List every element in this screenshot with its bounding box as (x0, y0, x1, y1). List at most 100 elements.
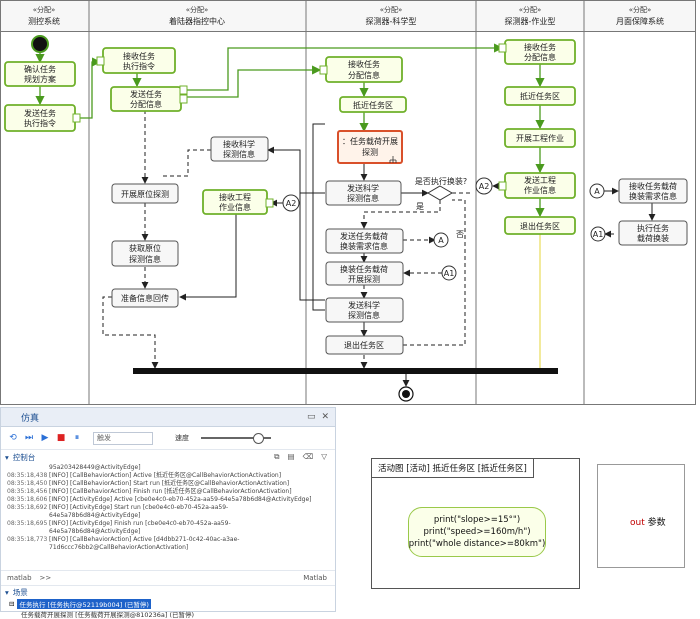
action-swap-payload[interactable]: 换装任务载荷 开展探测 (325, 261, 404, 286)
stop-icon[interactable]: ■ (56, 433, 66, 443)
svg-text:规划方案: 规划方案 (24, 74, 56, 84)
action-work-perform[interactable]: 开展工程作业 (504, 128, 576, 148)
filter-icon[interactable]: ▽ (321, 452, 327, 461)
pause-icon[interactable]: ⏸ (74, 433, 80, 443)
svg-text:接收任务: 接收任务 (123, 51, 155, 61)
log-line: 08:35:18,456[INFO] [CallBehaviorAction] … (7, 488, 335, 496)
log-message: 71d6ccc76bb2@CallBehaviorActionActivatio… (49, 544, 189, 551)
connector-a-support[interactable]: A (589, 183, 605, 199)
action-prepare-return[interactable]: 准备信息回传 (111, 288, 179, 308)
action-receive-science-info[interactable]: 接收科学 探测信息 (210, 136, 269, 162)
trigger-select[interactable]: 触发 (93, 431, 153, 445)
opaque-behavior-box[interactable]: print("slope>=15°") print("speed>=160m/h… (408, 507, 546, 557)
activity-panel: 活动图 [活动] 抵近任务区 [抵近任务区] print("slope>=15°… (371, 458, 580, 589)
svg-text:准备信息回传: 准备信息回传 (121, 293, 169, 303)
svg-text:载荷换装: 载荷换装 (637, 233, 669, 243)
svg-text:发送任务: 发送任务 (24, 108, 56, 118)
activity-diagram: «分配» 测控系统 «分配» 着陆器指控中心 «分配» 探测器-科学型 «分配»… (0, 0, 696, 405)
log-timestamp: 08:35:18,438 (7, 472, 48, 479)
svg-text:发送科学: 发送科学 (347, 183, 379, 193)
svg-text:发送任务载荷: 发送任务载荷 (340, 231, 388, 241)
action-sci-receive-allocation[interactable]: 接收任务 分配信息 (319, 56, 403, 83)
action-send-swap-request[interactable]: 发送任务载荷 换装需求信息 (325, 228, 404, 254)
activity-tab[interactable]: 活动图 [活动] 抵近任务区 [抵近任务区] (372, 459, 534, 478)
final-node (398, 386, 414, 402)
connector-a2-work[interactable]: A2 (475, 177, 493, 195)
speed-slider[interactable] (201, 433, 271, 444)
play-icon[interactable]: ▶ (41, 433, 49, 443)
cmd-engine[interactable]: Matlab (303, 574, 327, 582)
doc-icon[interactable]: ▤ (287, 452, 295, 461)
svg-text:：任务载荷开展: ：任务载荷开展 (342, 136, 398, 146)
svg-text:开展原位探测: 开展原位探测 (121, 189, 169, 199)
connector-a1-sci[interactable]: A1 (441, 265, 457, 281)
action-confirm-plan[interactable]: 确认任务 规划方案 (4, 61, 76, 87)
svg-text:分配信息: 分配信息 (130, 99, 162, 109)
restart-icon[interactable]: ⟲ (9, 433, 17, 443)
svg-text:退出任务区: 退出任务区 (344, 340, 384, 350)
connector-a2-lander[interactable]: A2 (282, 194, 300, 212)
out-parameter-panel: out 参数 (597, 464, 685, 568)
svg-text:抵近任务区: 抵近任务区 (353, 100, 393, 110)
collapse-icon[interactable]: ▾ (5, 452, 9, 462)
action-support-receive-request[interactable]: 接收任务载荷 换装需求信息 (618, 178, 688, 204)
svg-text:开展探测: 开展探测 (348, 274, 380, 284)
copy-icon[interactable]: ⧉ (274, 452, 280, 461)
svg-text:作业信息: 作业信息 (219, 202, 251, 212)
svg-text:确认任务: 确认任务 (24, 64, 56, 74)
action-get-insitu-info[interactable]: 获取原位 探测信息 (111, 240, 179, 267)
tree-item-child[interactable]: 任务载荷开展探测 [任务载荷开展探测@810236a] (已暂停) (1, 609, 335, 619)
tree-item-root[interactable]: ⊟ 任务执行 [任务执行@52119b004] (已暂停) (1, 599, 335, 609)
action-insitu-detect[interactable]: 开展原位探测 (111, 183, 179, 204)
svg-text:A: A (438, 236, 444, 245)
step-run-icon[interactable]: ⏭ (24, 433, 34, 443)
log-message: [INFO] [ActivityEdge] Finish run [cbe0e4… (49, 520, 231, 527)
svg-text:发送工程: 发送工程 (524, 175, 556, 185)
clear-icon[interactable]: ⌫ (302, 452, 314, 461)
connector-a-sci[interactable]: A (433, 232, 449, 248)
action-sci-exit-area[interactable]: 退出任务区 (325, 335, 404, 355)
svg-text:退出任务区: 退出任务区 (520, 221, 560, 231)
decision-node[interactable]: 是否执行换装? 是 否 (415, 176, 467, 239)
minimize-icon[interactable]: ▭ (306, 412, 316, 422)
speed-slider-thumb[interactable] (252, 433, 264, 444)
svg-text:执行任务: 执行任务 (637, 223, 669, 233)
command-bar[interactable]: matlab >> Matlab (1, 570, 335, 585)
svg-text:A2: A2 (286, 199, 297, 208)
simulation-toolbar: ⟲ ⏭ ▶ ■ ⏸ 触发 速度 (1, 427, 335, 450)
action-payload-detect[interactable]: ：任务载荷开展 探测 (337, 130, 403, 164)
close-icon[interactable]: ✕ (321, 412, 329, 422)
action-work-approach-area[interactable]: 抵近任务区 (504, 86, 576, 106)
log-timestamp: 08:35:18,773 (7, 536, 48, 543)
scene-collapse-icon[interactable]: ▾ (5, 588, 9, 597)
action-send-command[interactable]: 发送任务 执行指令 (4, 104, 81, 132)
svg-text:分配信息: 分配信息 (348, 70, 380, 80)
lane-4-name: 月面保障系统 (616, 16, 664, 26)
simulation-titlebar: 仿真 ▭ ✕ (1, 408, 335, 427)
connector-a1-support[interactable]: A1 (590, 226, 606, 242)
action-sci-send-info-2[interactable]: 发送科学 探测信息 (325, 297, 404, 323)
lane-0-name: 测控系统 (28, 16, 60, 26)
action-send-allocation[interactable]: 发送任务 分配信息 (110, 85, 188, 112)
code-line-slope: print("slope>=15°") (433, 515, 521, 525)
log-message: 64e5a78b6d84@ActivityEdge] (49, 528, 141, 535)
action-work-exit-area[interactable]: 退出任务区 (504, 216, 576, 235)
action-support-swap[interactable]: 执行任务 载荷换装 (618, 220, 688, 246)
simulation-title: 仿真 (21, 413, 40, 424)
action-sci-send-info[interactable]: 发送科学 探测信息 (325, 180, 402, 206)
console-output: 95a203428449@ActivityEdge]08:35:18,438[I… (1, 464, 335, 570)
lane-3-stereo: «分配» (519, 5, 542, 14)
action-work-send-info[interactable]: 发送工程 作业信息 (498, 172, 576, 199)
speed-label: 速度 (175, 434, 189, 442)
action-work-receive-allocation[interactable]: 接收任务 分配信息 (498, 39, 576, 65)
lane-1-stereo: «分配» (186, 5, 209, 14)
svg-text:否: 否 (456, 230, 464, 239)
param-label: 参数 (647, 518, 666, 528)
action-receive-work-info[interactable]: 接收工程 作业信息 (202, 189, 274, 215)
action-receive-command[interactable]: 接收任务 执行指令 (96, 47, 176, 74)
svg-text:A1: A1 (593, 230, 604, 239)
log-message: [INFO] [CallBehaviorAction] Active [抵近任务… (49, 472, 282, 479)
tree-expand-icon[interactable]: ⊟ (9, 600, 15, 608)
action-sci-approach-area[interactable]: 抵近任务区 (339, 96, 407, 113)
log-line: 95a203428449@ActivityEdge] (7, 464, 335, 472)
